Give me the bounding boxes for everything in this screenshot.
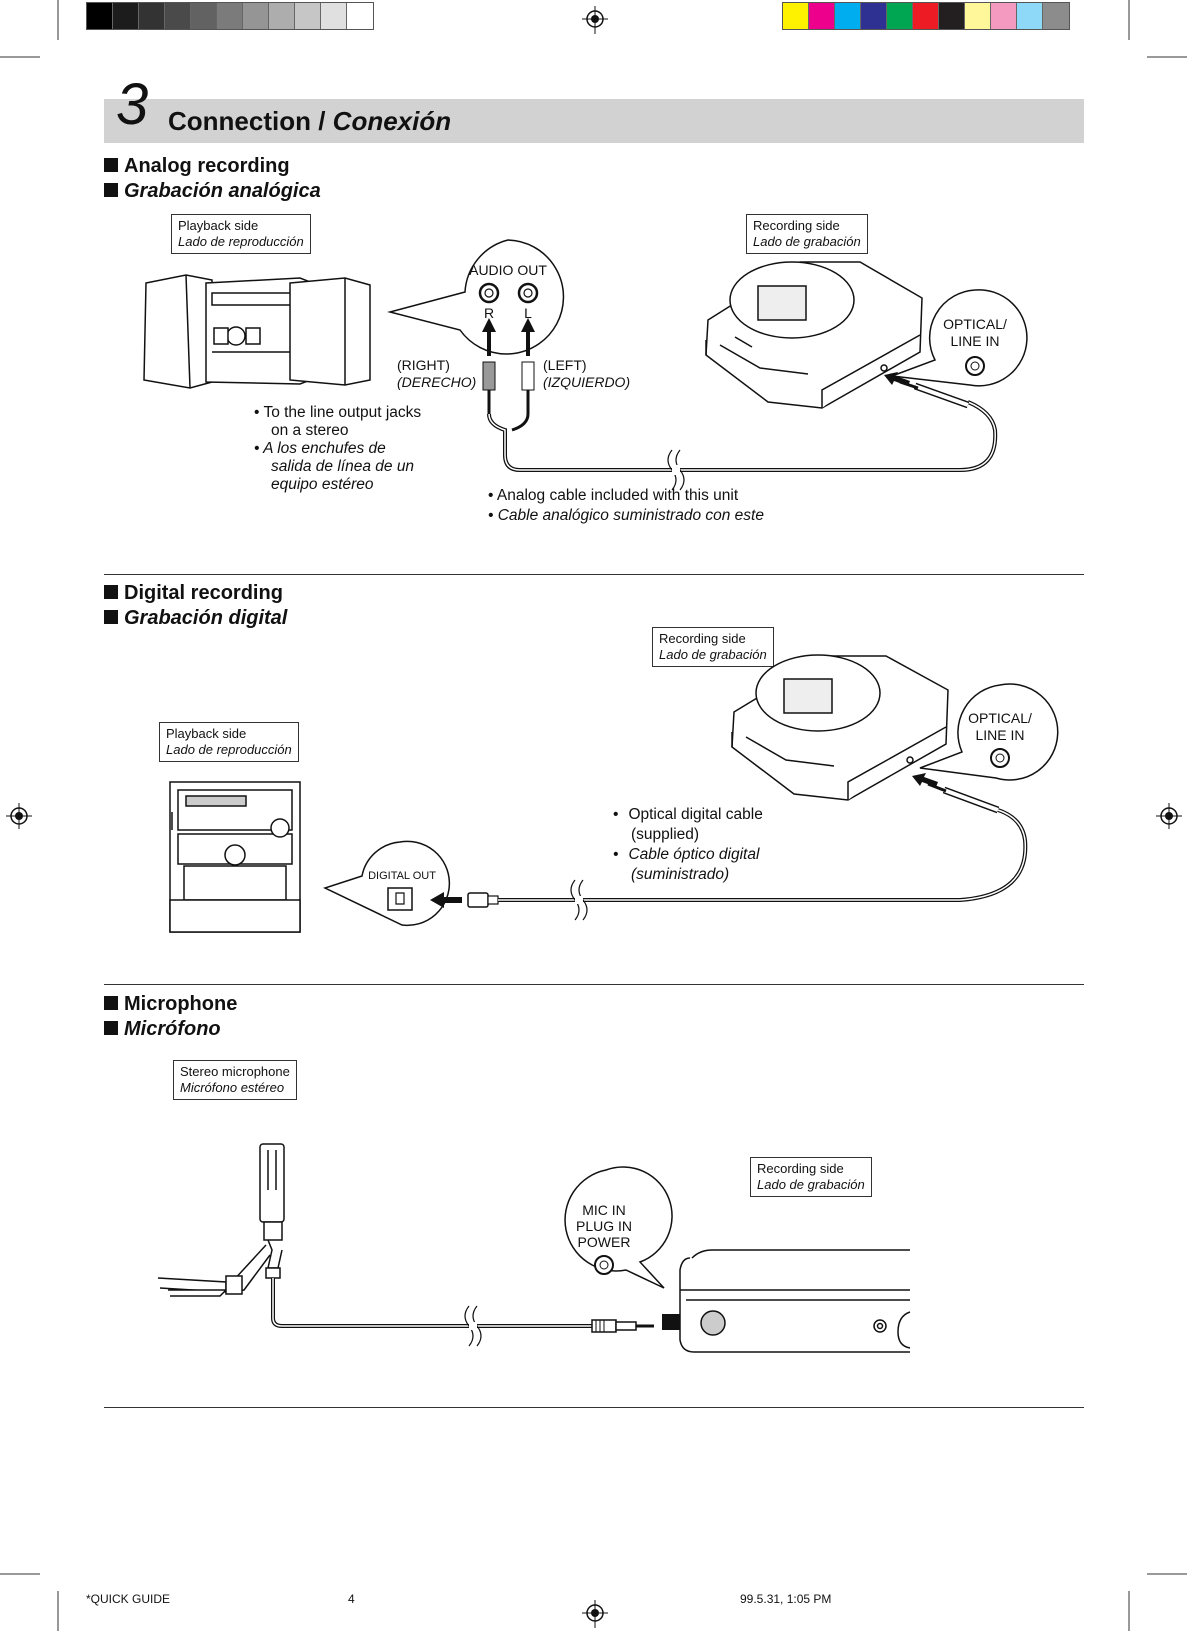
jack-r-label: R [483,305,495,321]
analog-optical-label: OPTICAL/LINE IN [943,316,1007,349]
digital-md-recorder-icon [731,654,949,801]
footer-doc-name: *QUICK GUIDE [86,1592,171,1606]
gray-swatch-3 [139,3,165,29]
color-swatch-3 [835,3,861,29]
right-label-es: (DERECHO) [397,374,477,390]
color-swatch-9 [991,3,1017,29]
chapter-title: Connection / Conexión [168,106,452,136]
registration-mark-bottom-icon [582,1600,608,1628]
digital-heading-es: Grabación digital [104,606,287,631]
mic-heading-en: Microphone [104,992,237,1017]
mic-md-recorder-side-icon [679,1249,911,1353]
color-swatch-strip [782,2,1070,30]
registration-mark-right-icon [1156,803,1182,829]
color-swatch-5 [887,3,913,29]
stereo-system-icon [143,274,371,389]
color-swatch-11 [1043,3,1069,29]
gray-swatch-2 [113,3,139,29]
line-output-note: • To the line output jacks on a stereo •… [254,404,422,493]
gray-swatch-11 [347,3,373,29]
left-label-es: (IZQUIERDO) [543,374,631,390]
stereo-microphone-icon [157,1143,285,1297]
digital-optical-label: OPTICAL/LINE IN [968,710,1032,743]
gray-swatch-6 [217,3,243,29]
chapter-number: 3 [116,72,149,137]
audio-out-label: AUDIO OUT [469,262,547,278]
color-swatch-6 [913,3,939,29]
footer-timestamp: 99.5.31, 1:05 PM [740,1592,832,1606]
divider-2 [104,984,1084,985]
analog-heading-es: Grabación analógica [104,179,321,204]
gray-swatch-1 [87,3,113,29]
gray-swatch-4 [165,3,191,29]
mic-heading-es: Micrófono [104,1017,221,1042]
microphone-connection-diagram [157,1143,911,1353]
color-swatch-8 [965,3,991,29]
divider-3 [104,1407,1084,1408]
gray-swatch-9 [295,3,321,29]
md-recorder-icon [705,261,923,409]
section-header-bar [104,99,1084,143]
divider-1 [104,574,1084,575]
gray-swatch-5 [191,3,217,29]
color-swatch-2 [809,3,835,29]
analog-cable-note: • Analog cable included with this unit •… [488,487,764,524]
footer-page-number: 4 [348,1592,355,1606]
jack-l-label: L [524,305,532,321]
color-swatch-1 [783,3,809,29]
registration-mark-left-icon [6,803,32,829]
tower-stereo-icon [169,781,301,933]
analog-connection-diagram [143,239,1028,491]
analog-heading-en: Analog recording [104,154,290,179]
right-label-en: (RIGHT) [397,357,450,373]
color-swatch-7 [939,3,965,29]
gray-swatch-8 [269,3,295,29]
mic-in-label: MIC IN PLUG IN POWER [575,1202,632,1250]
gray-swatch-7 [243,3,269,29]
optical-cable-note: •Optical digital cable (supplied) •Cable… [613,806,763,883]
left-label-en: (LEFT) [543,357,587,373]
color-swatch-10 [1017,3,1043,29]
digital-heading-en: Digital recording [104,581,283,606]
color-swatch-4 [861,3,887,29]
digital-out-label: DIGITAL OUT [368,870,436,882]
registration-mark-top-icon [582,6,608,34]
grayscale-swatch-strip [86,2,374,30]
digital-connection-diagram [169,654,1059,933]
gray-swatch-10 [321,3,347,29]
